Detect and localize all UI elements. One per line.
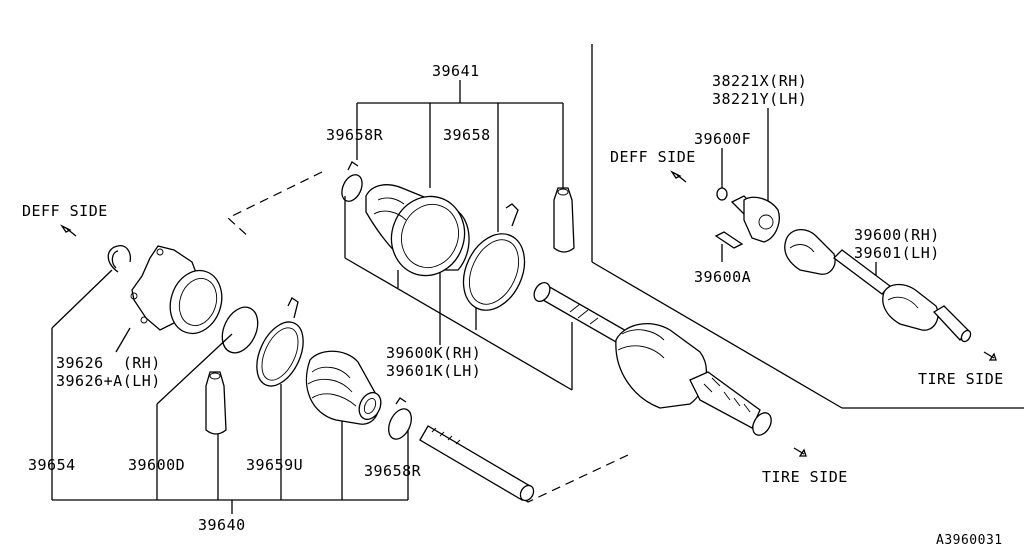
label-tire-side-right: TIRE SIDE	[918, 370, 1004, 388]
label-39600f: 39600F	[694, 130, 751, 148]
label-38221x: 38221X(RH)	[712, 72, 807, 90]
circlip-39600d	[221, 306, 259, 354]
label-39600-rh: 39600(RH)	[854, 226, 940, 244]
label-39658r-top: 39658R	[326, 126, 384, 144]
arrow-deff-left-icon	[60, 224, 77, 237]
label-39601-lh: 39601(LH)	[854, 244, 940, 262]
part-labels: 39641 39658R 39658 38221X(RH) 38221Y(LH)…	[22, 62, 1004, 548]
large-band-39658	[462, 203, 526, 311]
joint-housing-39626	[130, 245, 223, 335]
outer-boot	[365, 184, 470, 277]
label-39659u: 39659U	[246, 456, 303, 474]
label-39658-top: 39658	[443, 126, 491, 144]
label-39626-rh: 39626 (RH)	[56, 354, 161, 372]
right-assembly	[714, 187, 972, 343]
label-39626a-lh: 39626+A(LH)	[56, 372, 161, 390]
direction-arrows	[60, 170, 997, 457]
outer-cv-joint	[615, 323, 772, 436]
label-39600d: 39600D	[128, 456, 185, 474]
label-39600k-rh: 39600K(RH)	[386, 344, 481, 362]
label-39654: 39654	[28, 456, 76, 474]
label-deff-side-right: DEFF SIDE	[610, 148, 696, 166]
arrow-deff-right-icon	[670, 170, 687, 183]
small-band-39658r-bottom	[388, 397, 412, 440]
diagram-code: A3960031	[936, 533, 1003, 548]
grease-tube-top	[553, 187, 575, 253]
label-tire-side-center: TIRE SIDE	[762, 468, 848, 486]
snap-ring-39654	[107, 245, 132, 273]
arrow-tire-center-icon	[793, 447, 807, 457]
boot-band-39659u	[256, 297, 304, 387]
center-drive-shaft	[533, 282, 630, 343]
label-38221y: 38221Y(LH)	[712, 90, 807, 108]
arrow-tire-right-icon	[983, 351, 997, 361]
label-39600a: 39600A	[694, 268, 751, 286]
grease-tube-left	[205, 371, 227, 435]
inner-boot	[305, 350, 382, 425]
inner-shaft	[419, 425, 535, 502]
label-39601k-lh: 39601K(LH)	[386, 362, 481, 380]
small-band-39658r-top	[341, 161, 363, 202]
label-39658r-bottom: 39658R	[364, 462, 422, 480]
label-39641: 39641	[432, 62, 480, 80]
label-39640: 39640	[198, 516, 246, 534]
label-deff-side-left: DEFF SIDE	[22, 202, 108, 220]
